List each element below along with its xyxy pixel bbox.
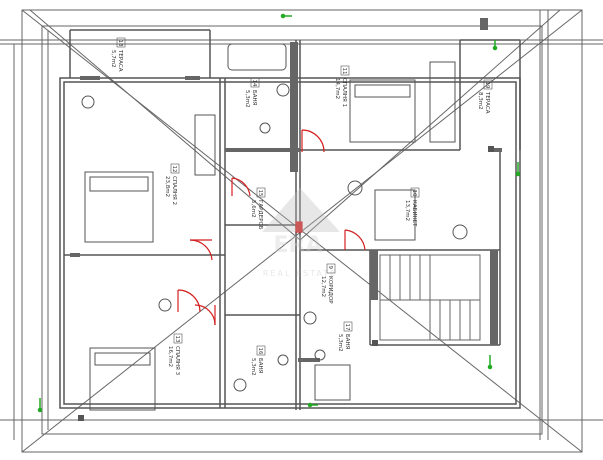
svg-text:12: 12 [171,166,177,173]
svg-text:9: 9 [327,266,333,270]
svg-text:5,3m2: 5,3m2 [337,334,343,352]
room-label-10: 10 КАБИНЕТ 13,7m2 [404,187,420,227]
bed-bedroom-1 [349,79,416,143]
wall-blocks [70,18,502,362]
svg-text:ТЕРАСА: ТЕРАСА [117,49,123,72]
chair-office-2 [347,180,363,196]
svg-text:8,3m2: 8,3m2 [477,92,483,110]
furniture [81,43,468,411]
sink-bath-16 [233,378,247,392]
svg-text:17: 17 [344,324,350,331]
room-labels: 18 ТЕРАСА 5,7m2 14 БАНЯ 5,3m2 11 СПАЛНЯ … [110,37,493,376]
svg-text:5,6m2: 5,6m2 [250,200,256,218]
svg-text:ТЕРАСА: ТЕРАСА [484,91,490,114]
toilet-bath-16 [277,354,289,366]
wardrobe-bedroom-2 [194,114,216,176]
sink-bath-14 [276,83,290,97]
bed-bedroom-3 [89,347,156,411]
room-label-9: 9 КОРИДОР 12,7m2 [320,263,336,304]
svg-text:14,7m2: 14,7m2 [334,78,340,99]
svg-text:15: 15 [257,190,263,197]
room-label-19: 19 ТЕРАСА 8,3m2 [477,79,493,114]
bed-bedroom-2 [84,171,154,243]
shower-17 [314,364,351,401]
room-label-18: 18 ТЕРАСА 5,7m2 [110,37,126,72]
chair-office [452,224,468,240]
svg-text:16: 16 [257,348,263,355]
room-label-11: 11 СПАЛНЯ 1 14,7m2 [334,65,350,107]
chair-bedroom-3 [158,298,172,312]
svg-text:СПАЛНЯ 3: СПАЛНЯ 3 [174,346,180,376]
svg-text:КАБИНЕТ: КАБИНЕТ [411,200,417,227]
svg-text:13,7m2: 13,7m2 [404,200,410,221]
toilet-bath-17 [314,349,326,361]
svg-text:5,3m2: 5,3m2 [244,90,250,108]
svg-text:СПАЛНЯ 1: СПАЛНЯ 1 [341,78,347,107]
bathtub [227,43,287,71]
watermark: ERA REAL ESTATE [262,188,340,278]
doors [177,129,366,326]
svg-text:16,7m2: 16,7m2 [167,346,173,367]
toilet-bath-14 [259,122,271,134]
svg-text:БАНЯ: БАНЯ [257,358,263,374]
svg-text:19: 19 [484,82,490,89]
wardrobe-bedroom-1 [429,61,456,143]
room-label-17: 17 БАНЯ 5,3m2 [337,321,353,352]
room-label-13: 13 СПАЛНЯ 3 16,7m2 [167,333,183,376]
columns [78,146,494,421]
svg-text:10: 10 [411,190,417,197]
svg-text:18: 18 [117,40,123,47]
svg-text:12,7m2: 12,7m2 [320,276,326,297]
svg-text:5,7m2: 5,7m2 [110,50,116,68]
svg-text:5,3m2: 5,3m2 [250,358,256,376]
room-label-16: 16 БАНЯ 5,3m2 [250,345,266,376]
svg-text:КОРИДОР: КОРИДОР [327,276,333,304]
svg-text:ГАРДЕРОБ: ГАРДЕРОБ [257,200,263,230]
svg-text:14: 14 [251,80,257,87]
svg-text:23,8m2: 23,8m2 [164,176,170,197]
svg-text:СПАЛНЯ 2: СПАЛНЯ 2 [171,176,177,205]
room-label-14: 14 БАНЯ 5,3m2 [244,77,260,108]
watermark-sub: REAL ESTATE [263,269,337,278]
desk-office [374,189,416,241]
staircase [379,254,481,341]
chair-bedroom-2 [81,95,95,109]
room-label-15: 15 ГАРДЕРОБ 5,6m2 [250,187,266,230]
svg-text:13: 13 [174,336,180,343]
svg-text:БАНЯ: БАНЯ [251,90,257,106]
svg-text:БАНЯ: БАНЯ [344,334,350,350]
roof-outline [0,9,603,453]
svg-text:11: 11 [341,68,347,75]
watermark-logo: ERA [274,233,323,258]
markers [37,13,521,413]
room-label-12: 12 СПАЛНЯ 2 23,8m2 [164,163,180,205]
sink-bath-17 [303,311,317,325]
